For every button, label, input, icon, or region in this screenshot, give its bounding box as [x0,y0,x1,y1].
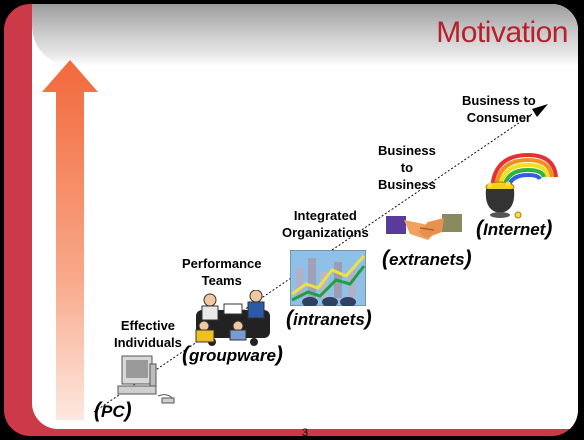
stage-tag-groupware: (groupware) [182,343,283,366]
stage-label-b2c: Business to Consumer [462,93,536,125]
team-meeting-icon [195,290,270,346]
stage-label-individuals: Effective Individuals [114,318,182,350]
page-number: 3 [302,427,309,439]
stage-tag-intranets: (intranets) [286,307,372,330]
rainbow-pot-of-gold-icon [485,152,558,219]
stage-label-teams: Performance Teams [182,256,262,288]
stage-tag-pc: (PC) [94,399,132,422]
desktop-computer-icon [117,355,175,404]
stage-tag-internet: (Internet) [476,217,553,240]
stage-tag-extranets: (extranets) [382,247,472,270]
stage-label-organizations: Integrated Organizations [282,208,369,240]
growth-chart-icon [290,250,366,306]
handshake-icon [386,214,462,240]
slide-content: Motivation Effective [32,4,578,429]
growth-arrow-icon [42,60,98,420]
slide-title: Motivation [436,16,568,49]
title-band [32,4,578,66]
stage-label-b2b: Business to Business [378,143,436,192]
slide-frame: Motivation Effective [4,4,578,436]
